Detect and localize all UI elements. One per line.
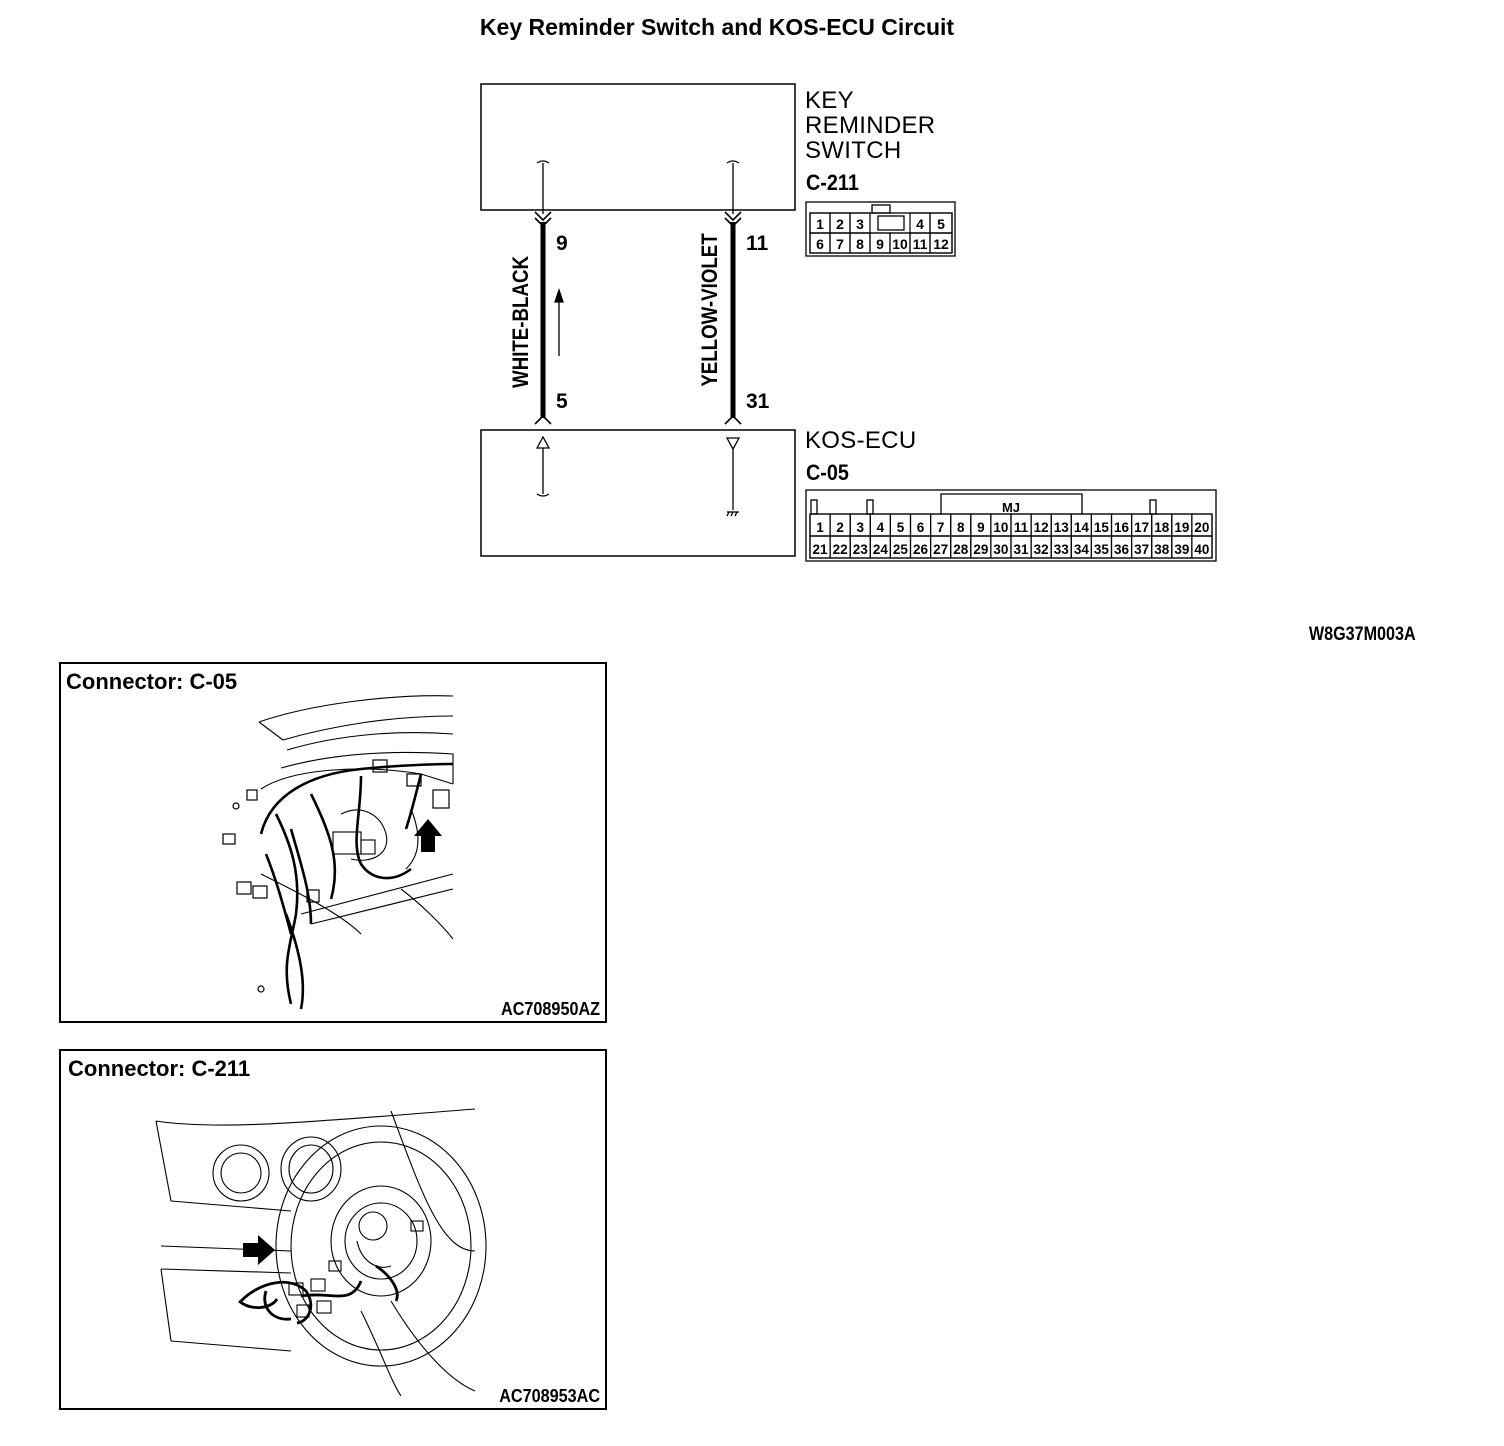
- c05-pin-17: 17: [1134, 520, 1149, 535]
- c05-pin-28: 28: [953, 542, 969, 557]
- connector-c211-location-illustration: [155, 1108, 487, 1397]
- key-reminder-switch-box: [480, 83, 796, 211]
- c05-pin-25: 25: [893, 542, 909, 557]
- c05-pin-22: 22: [833, 542, 848, 557]
- connector-c211-panel-code: AC708953AC: [499, 1386, 600, 1406]
- c05-pin-10: 10: [993, 520, 1008, 535]
- c05-pin-34: 34: [1074, 542, 1090, 557]
- c211-pin-4: 4: [916, 216, 924, 232]
- c211-pin-5: 5: [937, 216, 945, 232]
- c05-pin-8: 8: [957, 520, 965, 535]
- wire-color-yellow-violet: YELLOW-VIOLET: [697, 233, 722, 387]
- c05-pin-21: 21: [813, 542, 829, 557]
- pin-31: 31: [746, 390, 770, 413]
- connector-c05-panel: Connector: C-05: [59, 662, 607, 1023]
- c05-pin-15: 15: [1094, 520, 1110, 535]
- c05-pin-38: 38: [1154, 542, 1170, 557]
- c05-pin-32: 32: [1034, 542, 1049, 557]
- c211-pin-12: 12: [933, 236, 949, 252]
- c05-pin-20: 20: [1194, 520, 1209, 535]
- c05-pin-13: 13: [1054, 520, 1070, 535]
- c211-pin-2: 2: [836, 216, 844, 232]
- c211-pin-12-cell: [929, 232, 953, 254]
- key-reminder-switch-label: KEY REMINDER SWITCH: [805, 87, 936, 164]
- c05-pin-31: 31: [1014, 542, 1030, 557]
- c05-pin-26: 26: [913, 542, 929, 557]
- c05-pin-7: 7: [937, 520, 945, 535]
- c05-pin-35: 35: [1094, 542, 1110, 557]
- c211-pin-6: 6: [816, 236, 824, 252]
- c05-pin-14: 14: [1074, 520, 1090, 535]
- wire-color-white-black: WHITE-BLACK: [508, 256, 533, 388]
- connector-c05-location-illustration: [222, 695, 454, 1010]
- c05-pin-19: 19: [1174, 520, 1189, 535]
- c05-pin-37: 37: [1134, 542, 1149, 557]
- diagram-code: W8G37M003A: [1309, 624, 1416, 645]
- c05-pin-3: 3: [856, 520, 864, 535]
- c05-pin-18: 18: [1154, 520, 1170, 535]
- c05-pin-33: 33: [1054, 542, 1070, 557]
- c05-pin-40-cell: [1191, 535, 1213, 559]
- signal-direction-arrow: [554, 287, 564, 356]
- c05-pin-9: 9: [977, 520, 985, 535]
- pin-11: 11: [746, 232, 769, 255]
- c211-pin-1: 1: [816, 216, 824, 232]
- pin-9: 9: [556, 232, 568, 255]
- connector-c05-tag: MJ: [1002, 500, 1020, 515]
- c211-pin-11: 11: [913, 236, 928, 252]
- kos-ecu-label: KOS-ECU: [805, 427, 917, 454]
- c05-pin-12: 12: [1034, 520, 1049, 535]
- c05-location-arrow: [414, 819, 442, 852]
- pin-5: 5: [556, 390, 568, 413]
- c05-pin-2: 2: [836, 520, 844, 535]
- c05-pin-39: 39: [1174, 542, 1189, 557]
- c05-pin-4: 4: [877, 520, 885, 535]
- connector-c211-panel: Connector: C-211: [59, 1049, 607, 1410]
- c05-pin-11: 11: [1014, 520, 1029, 535]
- c05-pin-27: 27: [933, 542, 948, 557]
- kos-ecu-box: [480, 429, 796, 557]
- c211-location-arrow: [243, 1235, 275, 1265]
- c05-pin-16: 16: [1114, 520, 1130, 535]
- c05-pin-23: 23: [853, 542, 869, 557]
- connector-c05-panel-code: AC708950AZ: [500, 999, 600, 1019]
- c05-pin-40: 40: [1194, 542, 1209, 557]
- c05-pin-6: 6: [917, 520, 925, 535]
- c05-pin-5: 5: [897, 520, 905, 535]
- c05-pin-1: 1: [816, 520, 824, 535]
- c211-pin-10: 10: [892, 236, 908, 252]
- c05-pin-29: 29: [973, 542, 988, 557]
- c211-pin-9: 9: [876, 236, 884, 252]
- c211-pin-7: 7: [836, 236, 844, 252]
- c211-pin-8: 8: [856, 236, 864, 252]
- c211-pin-3: 3: [856, 216, 864, 232]
- c05-pin-24: 24: [873, 542, 889, 557]
- connector-c05-panel-title: Connector: C-05: [66, 669, 238, 694]
- c05-pin-36: 36: [1114, 542, 1130, 557]
- c05-pin-30: 30: [993, 542, 1008, 557]
- connector-c211-panel-title: Connector: C-211: [68, 1056, 251, 1081]
- connector-c05-id: C-05: [806, 460, 849, 485]
- diagram-title: Key Reminder Switch and KOS-ECU Circuit: [479, 14, 955, 40]
- connector-c211-id: C-211: [806, 170, 859, 195]
